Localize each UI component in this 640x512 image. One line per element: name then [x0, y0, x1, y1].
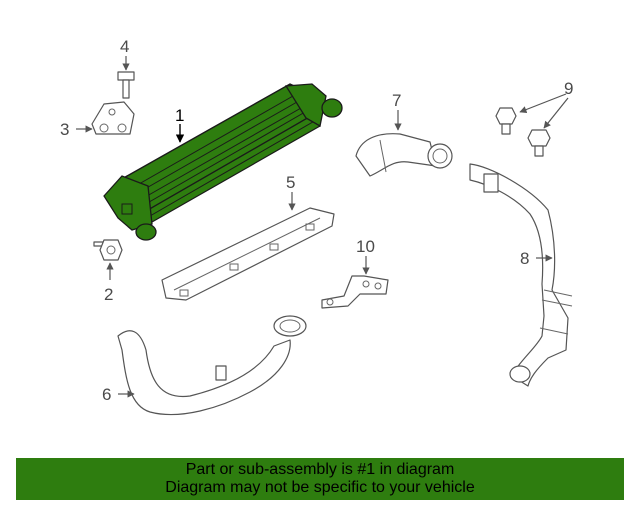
callout-2-label[interactable]: 2: [104, 285, 113, 304]
bracket-part-10[interactable]: [321, 275, 389, 309]
bolt-part-2[interactable]: [93, 239, 123, 261]
callout-9-leader-b: [543, 97, 569, 129]
callout-9-label[interactable]: 9: [564, 79, 573, 98]
callout-4-label[interactable]: 4: [120, 37, 129, 56]
air-deflector-part-5[interactable]: [161, 207, 335, 301]
part-info-banner: Part or sub-assembly is #1 in diagram Di…: [16, 458, 624, 500]
callout-1-label[interactable]: 1: [175, 106, 184, 125]
upper-hose-part-7[interactable]: [355, 133, 453, 177]
callout-10-label[interactable]: 10: [356, 237, 375, 256]
bolt-part-9b[interactable]: [527, 129, 551, 157]
banner-line-disclaimer: Diagram may not be specific to your vehi…: [165, 479, 475, 496]
bolt-part-9a[interactable]: [495, 107, 517, 135]
bolt-part-4[interactable]: [117, 71, 135, 99]
banner-line-part-number: Part or sub-assembly is #1 in diagram: [185, 461, 455, 478]
callout-5-label[interactable]: 5: [286, 173, 295, 192]
callout-9-leader-a: [519, 93, 567, 113]
outlet-hose-part-8[interactable]: [469, 163, 573, 387]
bracket-part-3[interactable]: [91, 101, 135, 135]
callout-6-label[interactable]: 6: [102, 385, 111, 404]
callout-3-label[interactable]: 3: [60, 120, 69, 139]
lower-duct-part-6[interactable]: [117, 315, 307, 416]
exploded-parts-diagram: 1 2 3 4: [60, 37, 573, 416]
intercooler-part[interactable]: [103, 83, 343, 241]
callout-8-label[interactable]: 8: [520, 249, 529, 268]
callout-7-label[interactable]: 7: [392, 91, 401, 110]
